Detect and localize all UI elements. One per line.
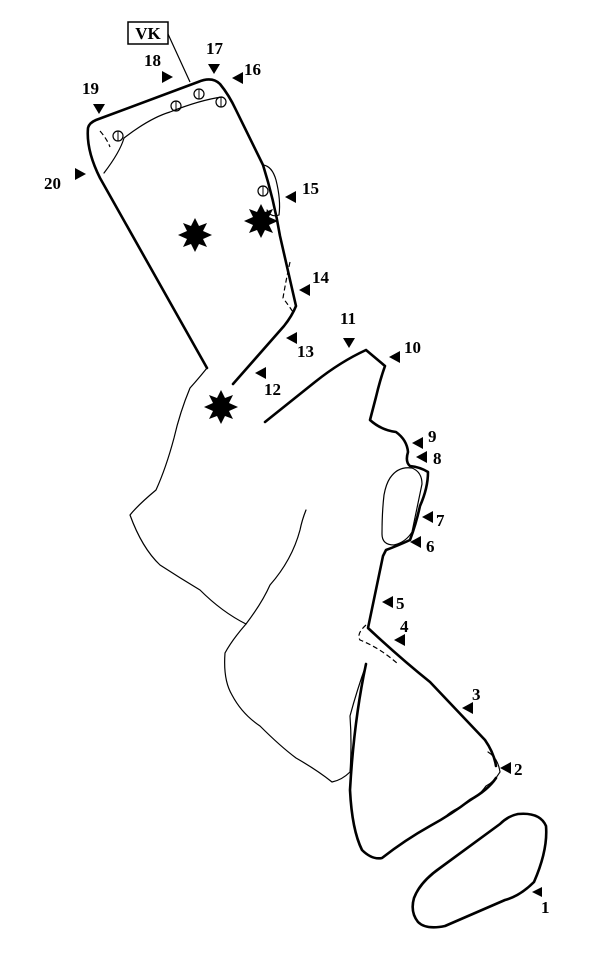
dashed-repair-19 [99, 130, 111, 148]
rim-right [262, 164, 281, 217]
marker-arrow [500, 762, 511, 774]
marker-arrow [343, 338, 355, 348]
marker-11: 11 [340, 309, 356, 348]
marker-label: 6 [426, 537, 435, 556]
marker-label: 10 [404, 338, 421, 357]
marker-7: 7 [422, 511, 445, 530]
marker-19: 19 [82, 79, 105, 114]
marker-arrow [410, 536, 421, 548]
bottom-piece [411, 812, 548, 929]
marker-arrow [532, 887, 542, 897]
marker-label: 14 [312, 268, 330, 287]
dashed-repair-4 [358, 624, 399, 665]
circle-mark [112, 130, 124, 142]
marker-arrow [75, 168, 86, 180]
lower-piece-chip [445, 751, 501, 817]
marker-arrow [162, 71, 173, 83]
marker-label: 15 [302, 179, 319, 198]
marker-arrow [412, 437, 423, 449]
lower-fragment-fracture [224, 623, 367, 783]
marker-label: 19 [82, 79, 99, 98]
marker-label: 1 [541, 898, 550, 917]
vk-leader-line [167, 33, 191, 83]
starburst-mark [204, 390, 238, 424]
marker-13: 13 [286, 332, 314, 361]
marker-label: 8 [433, 449, 442, 468]
marker-arrow [389, 351, 400, 363]
upper-fragment-cap-line [103, 96, 223, 174]
marker-arrow [299, 284, 310, 296]
marker-label: 5 [396, 594, 405, 613]
marker-17: 17 [206, 39, 224, 74]
middle-fragment-fracture [129, 367, 307, 625]
starburst-mark [178, 218, 212, 252]
marker-label: 20 [44, 174, 61, 193]
marker-10: 10 [389, 338, 421, 363]
marker-label: 9 [428, 427, 437, 446]
marker-label: 17 [206, 39, 224, 58]
marker-label: 12 [264, 380, 281, 399]
marker-12: 12 [255, 367, 281, 399]
starburst-mark [244, 204, 278, 238]
capsule-piece [381, 467, 423, 546]
circle-mark [170, 100, 182, 112]
marker-label: 18 [144, 51, 161, 70]
marker-18: 18 [144, 51, 173, 83]
marker-layer: 1 2 3 4 5 6 7 8 9 10 11 12 13 14 15 16 1… [44, 39, 550, 917]
marker-15: 15 [285, 179, 319, 203]
marker-arrow [462, 702, 473, 714]
marker-arrow [285, 191, 296, 203]
marker-label: 2 [514, 760, 523, 779]
lower-piece-bold [348, 662, 498, 860]
marker-6: 6 [410, 536, 435, 556]
marker-arrow [208, 64, 220, 74]
circle-mark [215, 96, 227, 108]
marker-arrow [416, 451, 427, 463]
marker-3: 3 [462, 685, 481, 714]
marker-label: 13 [297, 342, 314, 361]
marker-arrow [422, 511, 433, 523]
marker-label: 7 [436, 511, 445, 530]
vk-badge-box [127, 21, 169, 45]
marker-2: 2 [500, 760, 523, 779]
marker-label: 3 [472, 685, 481, 704]
marker-arrow [232, 72, 243, 84]
marker-20: 20 [44, 168, 86, 193]
marker-8: 8 [416, 449, 442, 468]
marker-9: 9 [412, 427, 437, 449]
marker-arrow [255, 367, 266, 379]
marker-label: 16 [244, 60, 261, 79]
circle-mark [193, 88, 205, 100]
upper-fragment-bold-edge [86, 78, 298, 386]
marker-arrow [394, 634, 405, 646]
middle-fragment-bold-edge [263, 348, 498, 768]
vk-badge-text: VK [135, 24, 161, 43]
marker-arrow [286, 332, 297, 344]
dashed-repair-14 [282, 261, 294, 313]
marker-label: 11 [340, 309, 356, 328]
marker-16: 16 [232, 60, 261, 84]
marker-14: 14 [299, 268, 330, 296]
marker-arrow [93, 104, 105, 114]
marker-1: 1 [532, 887, 550, 917]
circle-mark [257, 185, 269, 197]
marker-arrow [382, 596, 393, 608]
marker-label: 4 [400, 617, 409, 636]
marker-4: 4 [394, 617, 409, 646]
marker-5: 5 [382, 594, 405, 613]
